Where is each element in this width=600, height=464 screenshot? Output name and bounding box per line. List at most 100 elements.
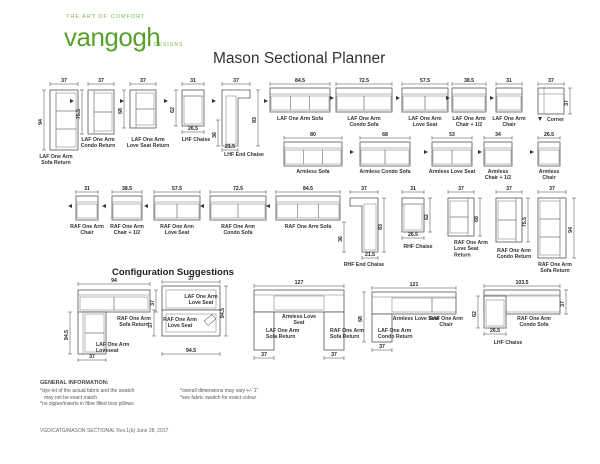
arrow-icon bbox=[350, 150, 354, 154]
note: *no zipper/inserts in fibre filled toss … bbox=[40, 401, 134, 407]
arrow-icon bbox=[264, 99, 268, 103]
cushion-outline bbox=[452, 95, 486, 111]
logo-tagline: THE ART OF COMFORT bbox=[66, 14, 146, 20]
piece-label: RAF One Arm bbox=[160, 224, 194, 230]
cushion-outline bbox=[76, 203, 98, 219]
piece-outline bbox=[483, 295, 507, 329]
piece-label: Love Seat Return bbox=[127, 143, 170, 149]
config-label: RAF One Arm bbox=[517, 316, 551, 322]
cushion-outline bbox=[451, 87, 487, 95]
piece-outline bbox=[401, 197, 425, 233]
config-label: LAF One Arm bbox=[96, 342, 130, 348]
cushion-outline bbox=[322, 149, 342, 165]
arrow-icon bbox=[330, 96, 334, 100]
cushion-outline bbox=[484, 149, 512, 165]
cushion-outline bbox=[269, 87, 331, 95]
arrow-icon bbox=[144, 204, 148, 208]
arrow-icon bbox=[530, 150, 534, 154]
cushion-outline bbox=[176, 203, 200, 219]
dimension-value: 94 bbox=[111, 278, 117, 284]
dimension-value: 37 bbox=[560, 301, 566, 307]
dimension-value: 37 bbox=[140, 78, 146, 84]
piece-label: Chair bbox=[80, 230, 93, 236]
piece-label: Chair + 1/2 bbox=[485, 175, 511, 181]
cushion-outline bbox=[111, 195, 143, 203]
config-label: RAF One Arm bbox=[163, 317, 197, 323]
piece-label: LAF One Arm Sofa bbox=[277, 116, 323, 122]
dimension-value: 26.5 bbox=[544, 132, 554, 138]
config-label: RAF One Arm bbox=[429, 316, 463, 322]
config-label: Condo Return bbox=[378, 334, 413, 340]
cushion-outline bbox=[75, 195, 99, 203]
dimension-value: 31 bbox=[84, 186, 90, 192]
dimension-value: 84.5 bbox=[303, 186, 313, 192]
dimension-value: 37 bbox=[188, 276, 194, 282]
config-label: RAF One Arm bbox=[330, 328, 364, 334]
piece-label: LAF One Arm bbox=[39, 154, 73, 160]
dimension-value: 38.5 bbox=[122, 186, 132, 192]
piece-label: RAF One Arm bbox=[497, 248, 531, 254]
config-label: Loveseat bbox=[96, 348, 119, 354]
dimension-value: 37 bbox=[148, 322, 154, 328]
page-title: Mason Sectional Planner bbox=[213, 50, 386, 67]
config-label: Armless Love bbox=[282, 314, 316, 320]
dimension-value: 94.5 bbox=[64, 330, 70, 340]
piece-outline bbox=[275, 195, 341, 221]
dimension-value: 62 bbox=[472, 311, 478, 317]
cushion-outline bbox=[237, 203, 266, 219]
piece-label: LAF One Arm bbox=[81, 137, 115, 143]
config-label: Seat bbox=[294, 320, 305, 326]
piece-outline bbox=[451, 87, 487, 113]
dimension-value: 57.5 bbox=[420, 78, 430, 84]
piece-label: Condo Return bbox=[81, 143, 116, 149]
cushion-outline bbox=[424, 95, 448, 111]
cushion-outline bbox=[363, 95, 392, 111]
arrow-icon bbox=[266, 204, 270, 208]
cushion-outline bbox=[483, 289, 561, 296]
piece-outline bbox=[371, 291, 457, 315]
config-label: Chair bbox=[439, 322, 452, 328]
piece-label: RAF One Arm bbox=[538, 262, 572, 268]
arrow-icon bbox=[102, 204, 106, 208]
config-label: Sofa Return bbox=[266, 334, 295, 340]
dimension-value: 68 bbox=[358, 316, 364, 322]
cushion-outline bbox=[483, 141, 513, 149]
arrow-icon bbox=[446, 96, 450, 100]
note: *see fabric swatch for exact colour bbox=[180, 394, 257, 401]
dimension-value: 37 bbox=[506, 186, 512, 192]
piece-label: Armless bbox=[488, 169, 509, 175]
cushion-outline bbox=[449, 216, 469, 234]
dimension-value: 36 bbox=[212, 132, 218, 138]
piece-outline bbox=[111, 195, 143, 221]
cushion-outline bbox=[318, 203, 340, 219]
dimension-value: 84.5 bbox=[295, 78, 305, 84]
dimension-value: 94 bbox=[38, 119, 44, 125]
config-label: Sofa Return bbox=[119, 322, 148, 328]
cushion-outline bbox=[431, 297, 457, 313]
piece-label: Return bbox=[454, 252, 471, 258]
cushion-outline bbox=[485, 299, 505, 327]
pillow-icon bbox=[203, 314, 217, 326]
piece-label: Armless Condo Sofa bbox=[359, 169, 410, 175]
cushion-outline bbox=[113, 296, 149, 311]
piece-outline bbox=[253, 311, 275, 351]
piece-label: Chair + 1/2 bbox=[456, 122, 482, 128]
piece-label: RAF One Arm bbox=[221, 224, 255, 230]
piece-label: RAF One Arm Sofa bbox=[285, 224, 332, 230]
general-info-heading: GENERAL INFORMATION: bbox=[40, 380, 109, 386]
dimension-value: 37 bbox=[150, 300, 156, 306]
piece-outline bbox=[495, 87, 523, 113]
piece-label: Condo Return bbox=[497, 254, 532, 260]
cushion-outline bbox=[55, 128, 77, 148]
cushion-outline bbox=[225, 95, 237, 145]
dimension-value: 37 bbox=[89, 354, 95, 360]
dimension-value: 68 bbox=[474, 216, 480, 222]
cushion-outline bbox=[283, 141, 343, 149]
piece-label: Sofa Return bbox=[41, 160, 70, 166]
cushion-outline bbox=[496, 95, 522, 111]
dimension-value: 83 bbox=[378, 224, 384, 230]
dimension-value: 31 bbox=[190, 78, 196, 84]
dimension-value: 62 bbox=[170, 107, 176, 113]
dimension-value: 26.5 bbox=[490, 328, 500, 334]
dimension-value: 94 bbox=[568, 227, 574, 233]
